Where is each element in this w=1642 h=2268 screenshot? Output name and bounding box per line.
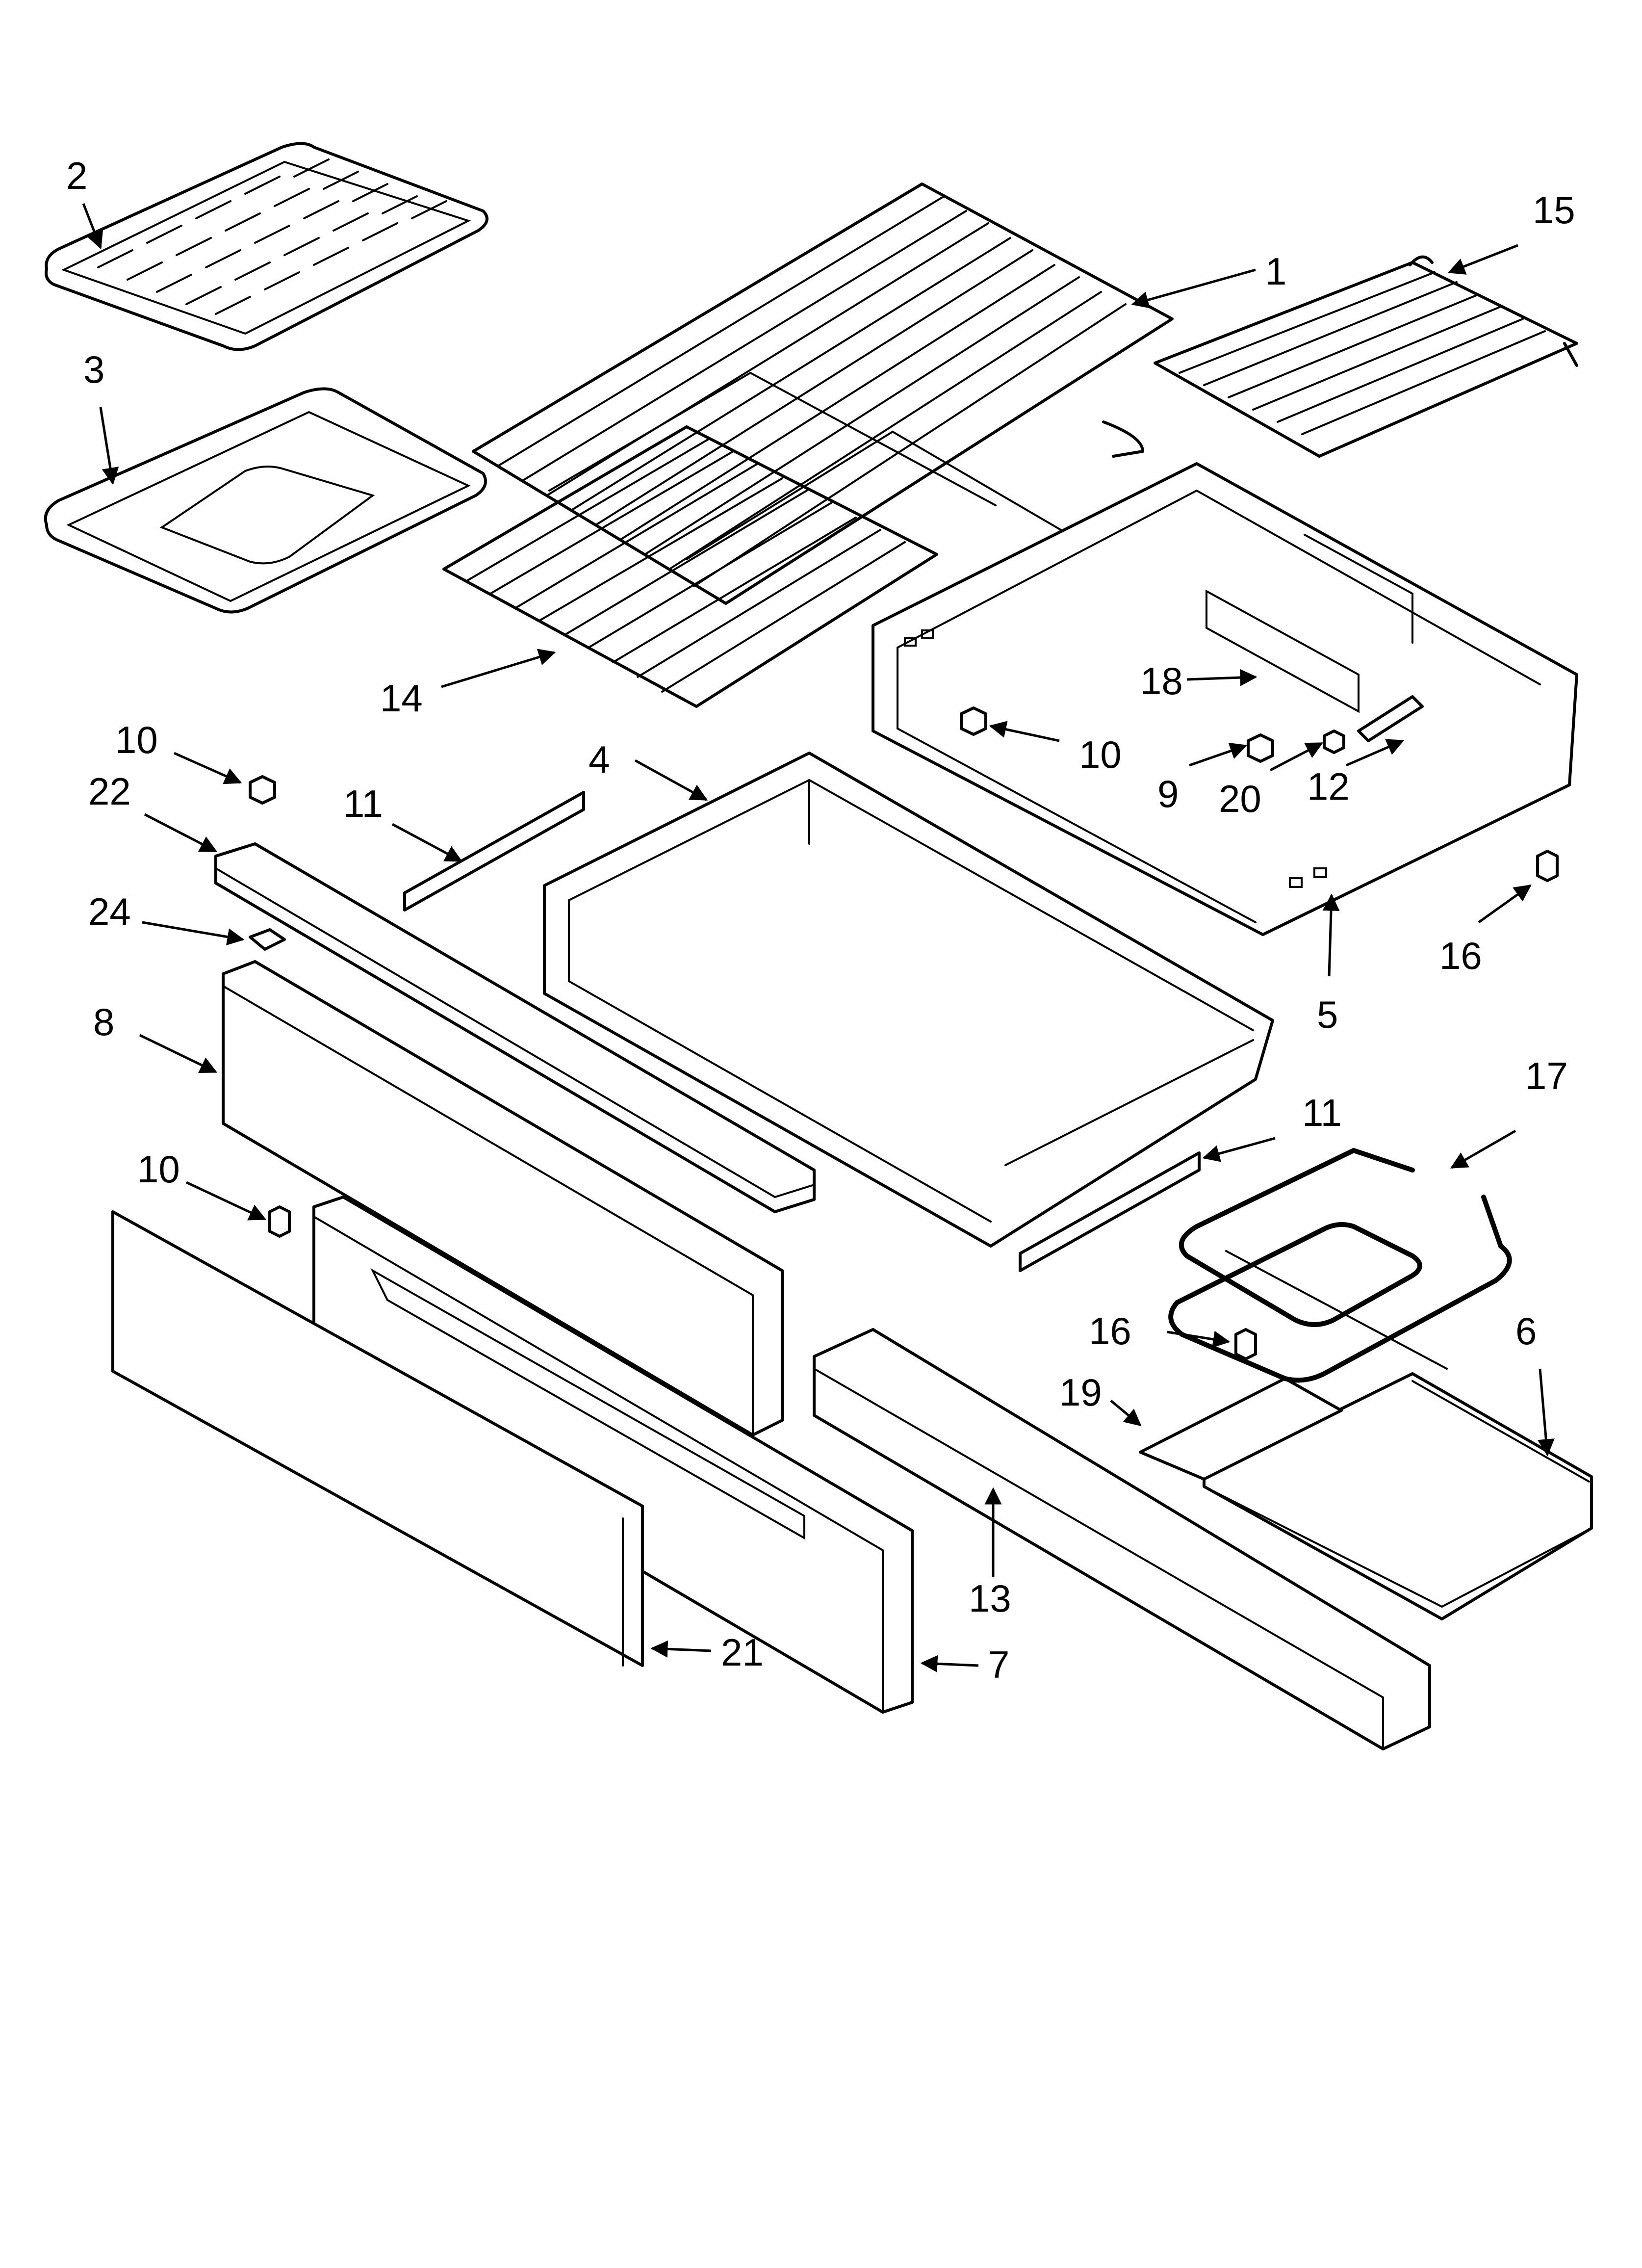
drawer-panel-part-7: [312, 1196, 914, 1714]
callout-13: 13: [969, 1577, 1011, 1620]
broiler-pan-part-3: [44, 387, 487, 614]
callout-14: 14: [380, 677, 423, 720]
oven-rack-part-1: [472, 182, 1174, 605]
callout-8: 8: [93, 1000, 114, 1043]
callout-10: 10: [137, 1147, 180, 1191]
drawer-housing-part-5: [872, 462, 1578, 936]
bottom-shield-part-19: [1139, 1377, 1343, 1481]
bake-element-part-17: [1168, 1147, 1512, 1383]
callout-19: 19: [1059, 1371, 1102, 1414]
callout-16: 16: [1439, 934, 1482, 977]
half-rack-part-15: [1154, 255, 1578, 458]
callout-7: 7: [988, 1643, 1009, 1686]
oven-rack-part-14: [442, 425, 938, 708]
callout-labels: 2 3 1 15 14 18 10 9 20 12 10 22 11 4 16 …: [66, 154, 1575, 1686]
callout-15: 15: [1533, 188, 1575, 232]
kick-plate-part-13: [813, 1328, 1431, 1750]
callout-21: 21: [721, 1631, 764, 1674]
callout-11: 11: [343, 782, 383, 825]
callout-6: 6: [1515, 1309, 1537, 1353]
callout-3: 3: [83, 348, 104, 391]
callout-2: 2: [66, 154, 87, 197]
drawer-front-part-8: [222, 960, 784, 1436]
callout-10: 10: [1079, 733, 1122, 776]
screws-and-brackets: [249, 695, 1559, 1360]
drawer-trim-part-21: [111, 1210, 644, 1667]
callout-11: 11: [1302, 1091, 1342, 1134]
callout-18: 18: [1140, 659, 1183, 703]
callout-1: 1: [1265, 250, 1286, 293]
callout-leaders: [82, 203, 1555, 1672]
callout-10: 10: [115, 718, 158, 761]
callout-17: 17: [1525, 1054, 1568, 1097]
callout-4: 4: [589, 738, 610, 781]
callout-22: 22: [88, 770, 131, 813]
callout-12: 12: [1307, 765, 1350, 808]
callout-9: 9: [1157, 772, 1179, 815]
callout-20: 20: [1219, 777, 1261, 820]
trim-bar-part-22: [214, 842, 816, 1213]
callout-5: 5: [1317, 993, 1338, 1036]
drawer-liner-part-4: [543, 752, 1274, 1248]
callout-16: 16: [1089, 1309, 1131, 1353]
broiler-grid-part-2: [45, 142, 488, 351]
callout-24: 24: [88, 890, 131, 933]
element-tray-part-6: [1203, 1372, 1593, 1620]
